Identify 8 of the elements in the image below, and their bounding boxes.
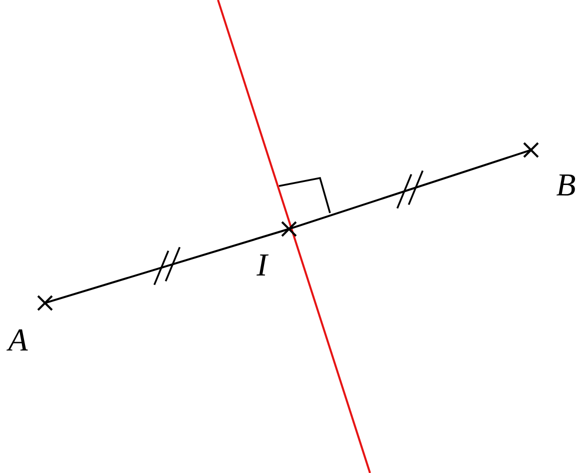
segment	[45, 228, 289, 304]
point-cross	[37, 295, 53, 311]
point-cross	[281, 221, 297, 237]
segment	[289, 149, 531, 230]
point-label: A	[6, 329, 28, 351]
point-label: B	[556, 174, 576, 196]
point-label: I	[256, 254, 269, 276]
point-cross	[523, 142, 539, 158]
